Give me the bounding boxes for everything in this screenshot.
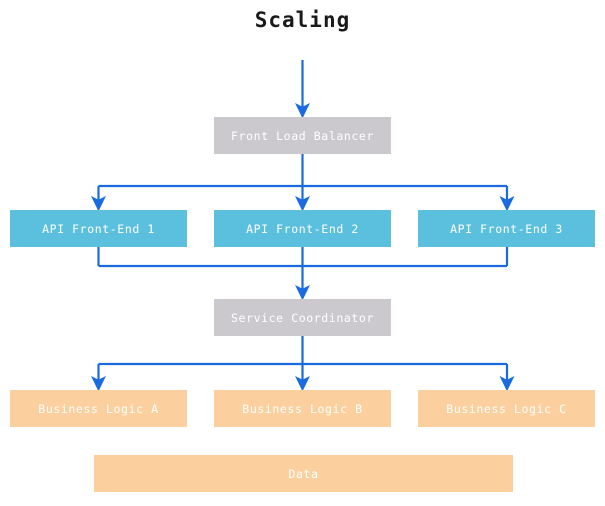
node-label: Data: [288, 466, 319, 481]
node-business-logic-a[interactable]: Business Logic A: [10, 390, 187, 427]
page-title: Scaling: [254, 8, 351, 32]
node-label: Business Logic C: [446, 401, 567, 416]
node-front-load-balancer[interactable]: Front Load Balancer: [214, 117, 391, 154]
node-business-logic-b[interactable]: Business Logic B: [214, 390, 391, 427]
node-label: Business Logic B: [242, 401, 363, 416]
node-api-front-end-3[interactable]: API Front-End 3: [418, 210, 595, 247]
node-service-coordinator[interactable]: Service Coordinator: [214, 299, 391, 336]
node-label: Business Logic A: [38, 401, 159, 416]
node-label: API Front-End 1: [42, 221, 155, 236]
node-label: Front Load Balancer: [231, 128, 374, 143]
node-label: API Front-End 3: [450, 221, 563, 236]
node-label: Service Coordinator: [231, 310, 374, 325]
node-api-front-end-1[interactable]: API Front-End 1: [10, 210, 187, 247]
node-business-logic-c[interactable]: Business Logic C: [418, 390, 595, 427]
node-api-front-end-2[interactable]: API Front-End 2: [214, 210, 391, 247]
node-label: API Front-End 2: [246, 221, 359, 236]
node-data[interactable]: Data: [94, 455, 513, 492]
